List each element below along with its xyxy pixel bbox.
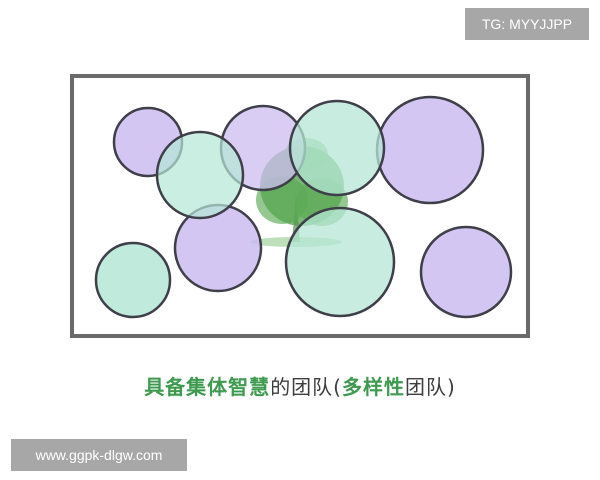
team-member-circle <box>375 95 485 205</box>
team-member-circle <box>155 130 245 220</box>
caption-text-1: 的团队( <box>270 375 342 399</box>
caption-highlight-1: 具备集体智慧 <box>144 375 271 399</box>
team-member-circle <box>94 241 172 319</box>
caption-text-2: 团队) <box>405 375 456 399</box>
team-member-circle <box>419 225 513 319</box>
team-member-circle <box>173 203 263 293</box>
team-member-circle <box>288 99 386 197</box>
watermark-bottom: www.ggpk-dlgw.com <box>11 439 187 471</box>
team-member-circle <box>284 206 396 318</box>
diagram-caption: 具备集体智慧的团队(多样性团队) <box>0 372 600 402</box>
team-diagram <box>70 74 530 338</box>
watermark-top: TG: MYYJJPP <box>465 8 589 40</box>
caption-highlight-2: 多样性 <box>342 375 405 399</box>
